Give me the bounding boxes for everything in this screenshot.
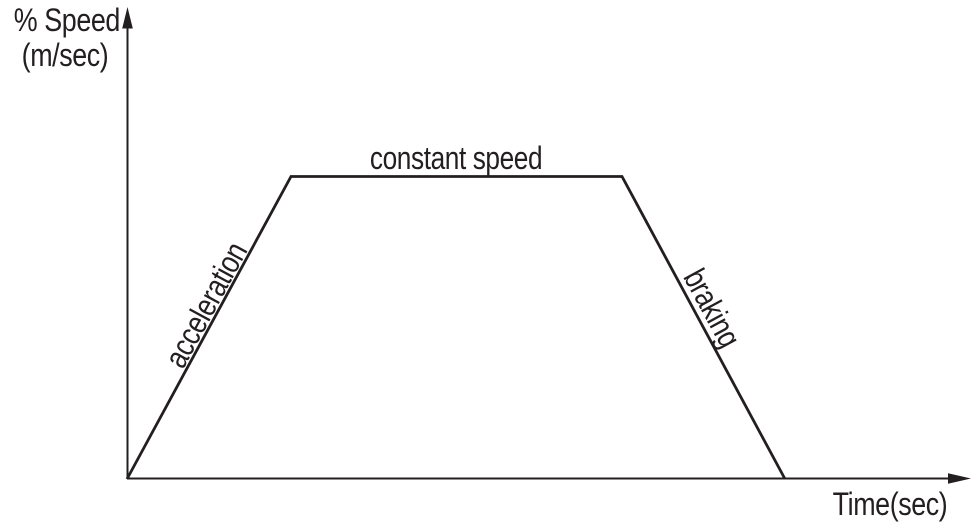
constant-speed-label: constant speed — [291, 141, 622, 176]
y-axis-label-line2: (m/sec) — [21, 36, 109, 73]
x-axis-label: Time(sec) — [823, 487, 957, 522]
speed-profile-line — [125, 175, 787, 480]
constant-speed-label-text: constant speed — [370, 140, 543, 176]
up-arrowhead-icon — [122, 7, 133, 29]
y-axis-label-line1: % Speed — [13, 2, 121, 38]
x-axis-label-text: Time(sec) — [832, 486, 948, 522]
y-axis-label: % Speed (m/sec) — [13, 2, 121, 73]
right-arrowhead-icon — [948, 473, 971, 484]
